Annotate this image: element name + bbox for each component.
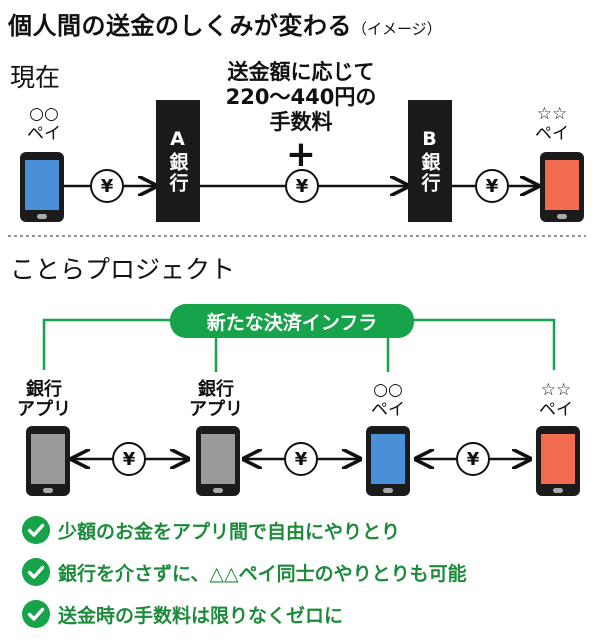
app-label-4: ☆☆ ペイ <box>522 380 590 420</box>
bank-app-phone-2 <box>196 426 240 496</box>
title-subtitle: （イメージ） <box>351 20 442 38</box>
right-app-label: ☆☆ ペイ <box>520 104 584 144</box>
plus-sign: + <box>285 134 317 175</box>
new-payment-infra: 新たな決済インフラ <box>170 304 414 338</box>
app-label-4-line2: ペイ <box>539 400 573 420</box>
fee-description: 送金額に応じて 220〜440円の 手数料 <box>196 60 406 135</box>
yen-coin: ¥ <box>284 442 318 476</box>
app-label-1-line1: 銀行 <box>26 379 62 400</box>
section-project-heading: ことらプロジェクト <box>10 255 236 284</box>
app-label-1-line2: アプリ <box>17 399 71 420</box>
benefit-item-3: 送金時の手数料は限りなくゼロに <box>22 600 343 628</box>
yen-coin: ¥ <box>456 442 490 476</box>
app-label-3-line2: ペイ <box>371 400 405 420</box>
app-label-3: ○○ ペイ <box>354 380 422 420</box>
maru-pay-phone <box>366 426 410 496</box>
fee-line-1: 送金額に応じて <box>227 60 375 84</box>
right-phone <box>540 152 584 222</box>
fee-line-2: 220〜440円の <box>225 85 377 109</box>
app-label-3-line1: ○○ <box>373 380 403 400</box>
app-label-2: 銀行 アプリ <box>182 380 250 420</box>
app-label-4-line1: ☆☆ <box>540 380 572 400</box>
yen-coin: ¥ <box>90 169 124 203</box>
left-phone-screen <box>25 160 59 210</box>
right-phone-screen <box>545 160 579 210</box>
yen-coin: ¥ <box>475 169 509 203</box>
check-icon <box>22 516 50 544</box>
section-current-heading: 現在 <box>10 63 61 92</box>
bank-app-phone-1 <box>26 426 70 496</box>
right-app-label-2: ペイ <box>535 124 569 144</box>
left-phone <box>20 152 64 222</box>
benefit-text: 銀行を介さずに、△△ペイ同士のやりとりも可能 <box>58 562 467 585</box>
yen-coin: ¥ <box>112 442 146 476</box>
left-app-label-2: ペイ <box>27 124 61 144</box>
fee-line-3: 手数料 <box>269 110 333 134</box>
bank-a-box: A銀行 <box>156 100 200 222</box>
yen-coin: ¥ <box>285 169 319 203</box>
check-icon <box>22 558 50 586</box>
benefit-item-2: 銀行を介さずに、△△ペイ同士のやりとりも可能 <box>22 558 467 586</box>
benefit-text: 少額のお金をアプリ間で自由にやりとり <box>58 520 401 543</box>
benefit-text: 送金時の手数料は限りなくゼロに <box>58 604 344 627</box>
app-label-1: 銀行 アプリ <box>10 380 78 420</box>
left-app-label-1: ○○ <box>29 104 59 124</box>
benefit-item-1: 少額のお金をアプリ間で自由にやりとり <box>22 516 400 544</box>
left-app-label: ○○ ペイ <box>12 104 76 144</box>
app-label-2-line1: 銀行 <box>198 379 234 400</box>
app-label-2-line2: アプリ <box>189 399 243 420</box>
title-text: 個人間の送金のしくみが変わる <box>8 12 352 40</box>
star-pay-phone <box>536 426 580 496</box>
bank-b-box: B銀行 <box>408 100 452 222</box>
right-app-label-1: ☆☆ <box>536 104 568 124</box>
page-title: 個人間の送金のしくみが変わる（イメージ） <box>8 6 442 41</box>
check-icon <box>22 600 50 628</box>
